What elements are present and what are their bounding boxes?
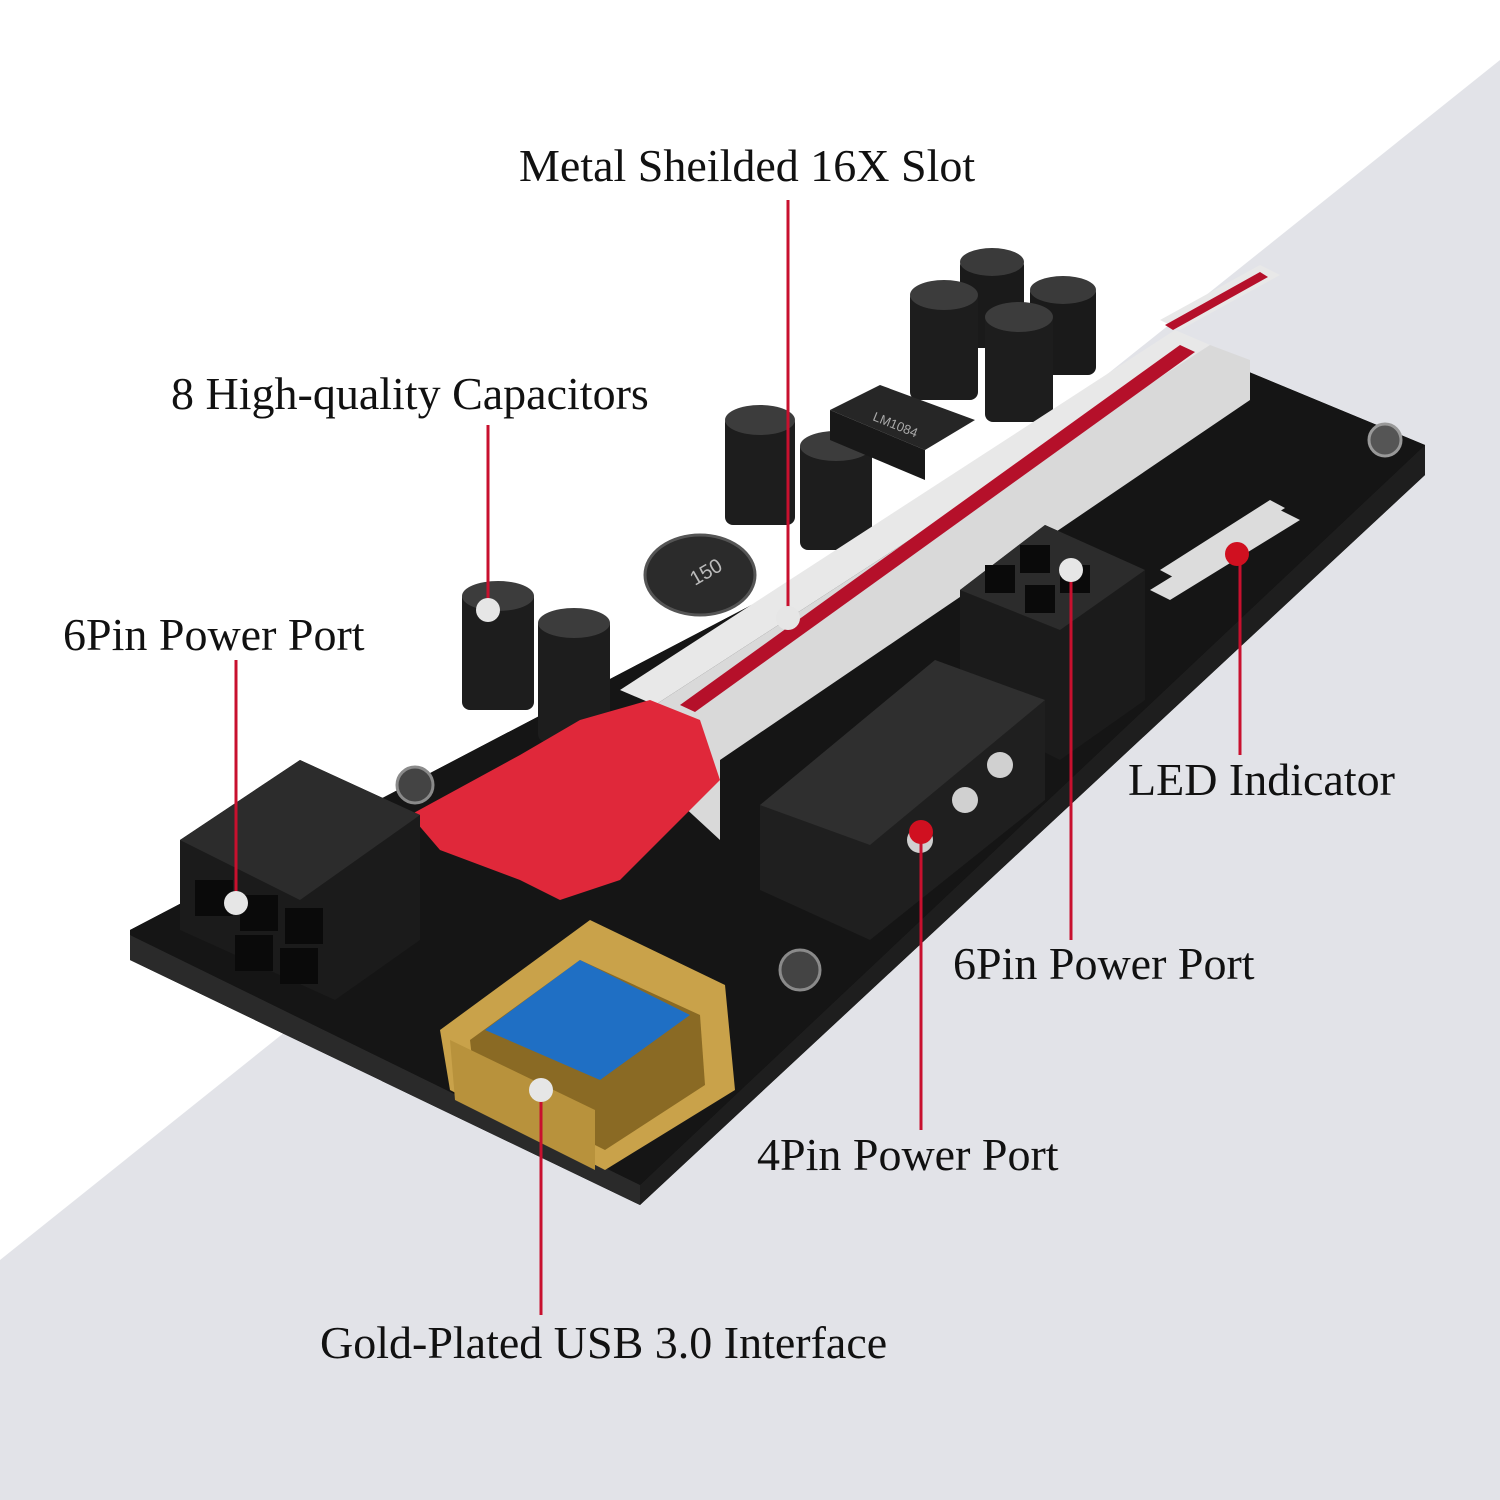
callout-dot-led bbox=[1225, 542, 1249, 566]
pcie-16x-slot bbox=[410, 265, 1280, 900]
callout-dot-usb bbox=[529, 1078, 553, 1102]
label-slot: Metal Sheilded 16X Slot bbox=[519, 140, 976, 191]
capacitors bbox=[462, 248, 1096, 742]
callout-dot-four-pin bbox=[909, 820, 933, 844]
usb-port bbox=[440, 920, 735, 1170]
callout-dots bbox=[224, 542, 1249, 1102]
label-led: LED Indicator bbox=[1128, 754, 1395, 805]
callout-dot-six-pin-left bbox=[224, 891, 248, 915]
six-pin-port-left bbox=[180, 760, 420, 1000]
label-six-pin-left: 6Pin Power Port bbox=[63, 609, 365, 660]
capacitor bbox=[985, 302, 1053, 422]
callout-lines bbox=[234, 200, 1242, 1315]
capacitor bbox=[538, 608, 610, 742]
four-pin-port bbox=[760, 660, 1045, 940]
label-usb: Gold-Plated USB 3.0 Interface bbox=[320, 1317, 888, 1368]
capacitor bbox=[910, 280, 978, 400]
capacitor bbox=[725, 405, 795, 525]
mounting-hole bbox=[1367, 422, 1403, 458]
mounting-hole bbox=[395, 765, 435, 805]
mounting-hole bbox=[778, 948, 822, 992]
regulator-chip: LM1084 bbox=[830, 385, 975, 480]
label-six-pin-right: 6Pin Power Port bbox=[953, 938, 1255, 989]
label-four-pin: 4Pin Power Port bbox=[757, 1129, 1059, 1180]
label-capacitors: 8 High-quality Capacitors bbox=[171, 368, 649, 419]
callout-dot-slot bbox=[776, 606, 800, 630]
callout-dot-capacitors bbox=[476, 598, 500, 622]
callout-dot-six-pin-right bbox=[1059, 558, 1083, 582]
slot-latch bbox=[410, 700, 720, 900]
inductor: 150 bbox=[643, 533, 757, 617]
capacitor bbox=[462, 581, 534, 710]
